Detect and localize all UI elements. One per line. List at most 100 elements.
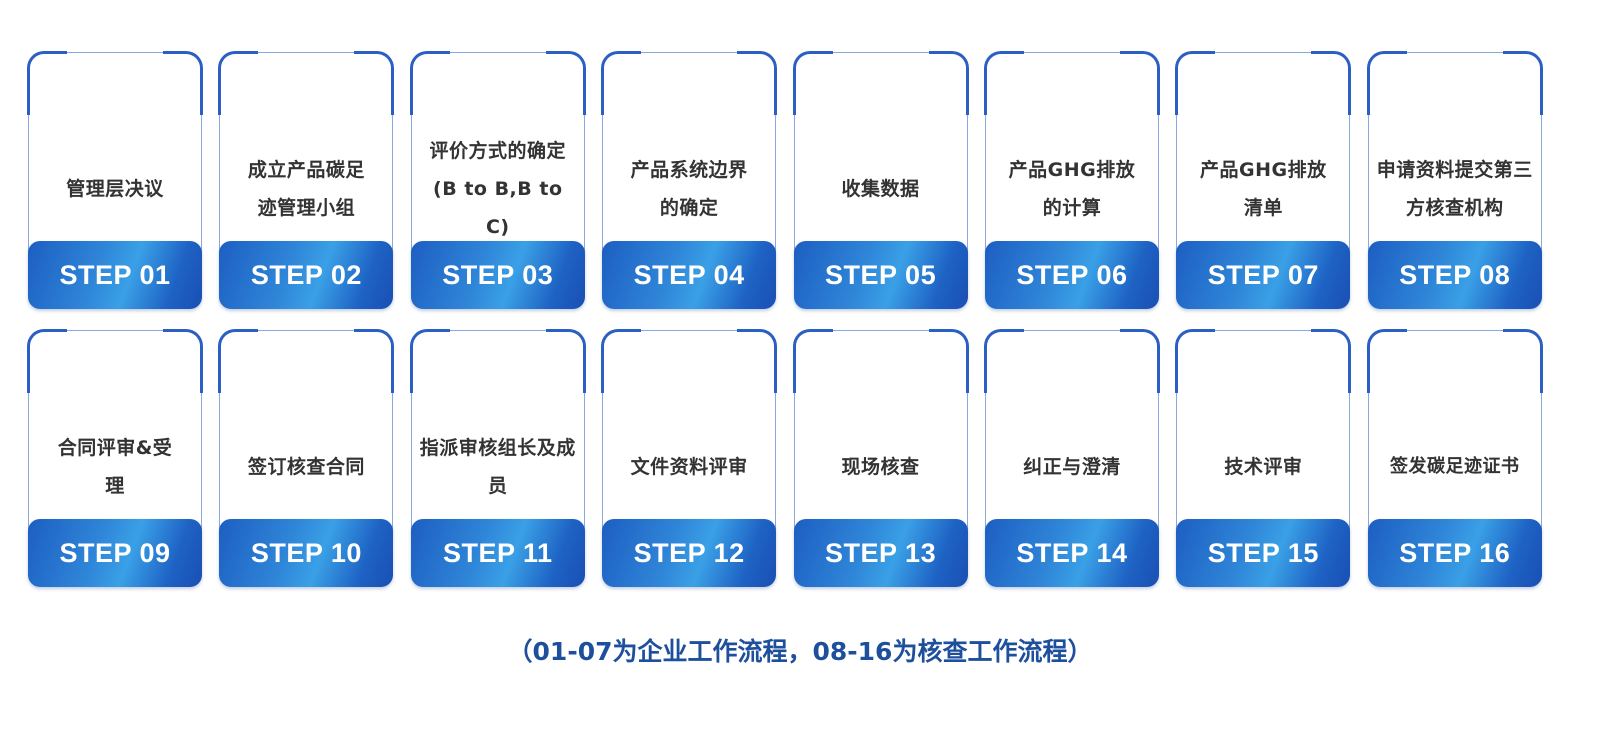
card-corner-accent-left xyxy=(1175,51,1216,115)
step-number: STEP 15 xyxy=(1207,537,1319,568)
step-number: STEP 10 xyxy=(250,537,362,568)
card-corner-accent-left xyxy=(601,51,642,115)
step-badge: STEP 11 xyxy=(410,519,585,587)
step-number: STEP 07 xyxy=(1207,259,1319,290)
card-corner-accent-left xyxy=(601,329,642,393)
card-corner-accent-left xyxy=(792,51,833,115)
step-number: STEP 09 xyxy=(59,537,171,568)
step-label: 指派审核组长及成员 xyxy=(419,437,576,497)
card-corner-accent-right xyxy=(737,51,778,115)
card-corner-accent-left xyxy=(27,329,67,393)
step-label: 申请资料提交第三方核查机构 xyxy=(1376,159,1533,219)
step-number: STEP 12 xyxy=(633,537,745,568)
step-badge: STEP 14 xyxy=(984,519,1159,587)
step-card-16: 签发碳足迹证书 STEP 16 xyxy=(1366,329,1543,587)
step-card-07: 产品GHG排放清单 STEP 07 xyxy=(1175,51,1352,309)
step-card-08: 申请资料提交第三方核查机构 STEP 08 xyxy=(1366,51,1543,309)
step-number: STEP 11 xyxy=(442,537,553,568)
step-badge: STEP 04 xyxy=(602,241,777,309)
card-corner-accent-left xyxy=(1175,329,1216,393)
step-number: STEP 04 xyxy=(633,259,745,290)
step-card-06: 产品GHG排放的计算 STEP 06 xyxy=(983,51,1160,309)
card-corner-accent-left xyxy=(218,51,259,115)
step-badge: STEP 08 xyxy=(1367,241,1542,309)
step-badge: STEP 07 xyxy=(1176,241,1351,309)
step-card-12: 文件资料评审 STEP 12 xyxy=(601,329,778,587)
step-label: 收集数据 xyxy=(841,178,920,200)
card-text-area: 文件资料评审 xyxy=(610,392,768,542)
card-corner-accent-right xyxy=(163,51,203,115)
step-label: 产品GHG排放清单 xyxy=(1200,159,1327,219)
card-text-area: 签订核查合同 xyxy=(227,392,385,542)
step-label: 评价方式的确定(B to B,B to C) xyxy=(429,140,567,238)
card-corner-accent-left xyxy=(409,329,450,393)
step-label: 产品GHG排放的计算 xyxy=(1008,159,1136,219)
card-corner-accent-right xyxy=(1311,51,1352,115)
step-label: 签订核查合同 xyxy=(247,456,365,478)
step-card-03: 评价方式的确定(B to B,B to C) STEP 03 xyxy=(409,51,586,309)
step-label: 管理层决议 xyxy=(66,178,164,200)
step-badge: STEP 12 xyxy=(602,519,777,587)
card-text-area: 指派审核组长及成员 xyxy=(419,392,577,542)
card-text-area: 技术评审 xyxy=(1184,392,1342,542)
card-text-area: 管理层决议 xyxy=(36,114,194,264)
card-corner-accent-left xyxy=(409,51,450,115)
card-text-area: 产品系统边界的确定 xyxy=(610,114,768,264)
card-corner-accent-right xyxy=(928,329,969,393)
card-corner-accent-right xyxy=(1119,51,1160,115)
step-number: STEP 02 xyxy=(250,259,362,290)
step-card-04: 产品系统边界的确定 STEP 04 xyxy=(601,51,778,309)
step-card-13: 现场核查 STEP 13 xyxy=(792,329,969,587)
card-text-area: 合同评审&受理 xyxy=(36,392,194,542)
card-corner-accent-left xyxy=(1366,329,1407,393)
step-card-01: 管理层决议 STEP 01 xyxy=(27,51,203,309)
step-badge: STEP 16 xyxy=(1367,519,1542,587)
step-card-11: 指派审核组长及成员 STEP 11 xyxy=(409,329,586,587)
step-label: 技术评审 xyxy=(1224,456,1303,478)
step-badge: STEP 03 xyxy=(410,241,585,309)
card-text-area: 产品GHG排放清单 xyxy=(1184,114,1342,264)
step-badge: STEP 01 xyxy=(28,241,202,309)
card-text-area: 申请资料提交第三方核查机构 xyxy=(1376,114,1534,264)
step-card-15: 技术评审 STEP 15 xyxy=(1175,329,1352,587)
step-badge: STEP 15 xyxy=(1176,519,1351,587)
step-label: 合同评审&受理 xyxy=(57,437,173,497)
step-number: STEP 14 xyxy=(1016,537,1128,568)
card-corner-accent-right xyxy=(354,51,395,115)
card-text-area: 评价方式的确定(B to B,B to C) xyxy=(419,114,577,264)
step-number: STEP 13 xyxy=(825,537,937,568)
card-corner-accent-right xyxy=(1502,51,1543,115)
step-card-09: 合同评审&受理 STEP 09 xyxy=(27,329,203,587)
step-label: 现场核查 xyxy=(841,456,920,478)
step-badge: STEP 02 xyxy=(219,241,394,309)
step-number: STEP 16 xyxy=(1399,537,1511,568)
step-card-05: 收集数据 STEP 05 xyxy=(792,51,969,309)
step-badge: STEP 13 xyxy=(793,519,968,587)
step-label: 纠正与澄清 xyxy=(1023,456,1121,478)
step-badge: STEP 05 xyxy=(793,241,968,309)
step-number: STEP 08 xyxy=(1399,259,1511,290)
step-card-14: 纠正与澄清 STEP 14 xyxy=(983,329,1160,587)
card-corner-accent-right xyxy=(163,329,203,393)
card-corner-accent-left xyxy=(792,329,833,393)
step-badge: STEP 09 xyxy=(28,519,202,587)
card-corner-accent-left xyxy=(27,51,67,115)
card-corner-accent-right xyxy=(1311,329,1352,393)
card-text-area: 纠正与澄清 xyxy=(993,392,1151,542)
step-label: 成立产品碳足迹管理小组 xyxy=(247,159,365,219)
step-card-02: 成立产品碳足迹管理小组 STEP 02 xyxy=(218,51,395,309)
card-text-area: 产品GHG排放的计算 xyxy=(993,114,1151,264)
card-text-area: 成立产品碳足迹管理小组 xyxy=(227,114,385,264)
step-badge: STEP 06 xyxy=(984,241,1159,309)
card-corner-accent-right xyxy=(354,329,395,393)
card-corner-accent-right xyxy=(737,329,778,393)
step-number: STEP 01 xyxy=(59,259,171,290)
card-corner-accent-left xyxy=(1366,51,1407,115)
step-badge: STEP 10 xyxy=(219,519,394,587)
card-corner-accent-left xyxy=(218,329,259,393)
step-label: 签发碳足迹证书 xyxy=(1389,456,1520,477)
card-corner-accent-right xyxy=(1502,329,1543,393)
step-grid: 管理层决议 STEP 01 成立产品碳足迹管理小组 STEP 02 评价方式的确… xyxy=(27,51,1543,587)
card-text-area: 收集数据 xyxy=(802,114,960,264)
card-corner-accent-right xyxy=(545,51,586,115)
